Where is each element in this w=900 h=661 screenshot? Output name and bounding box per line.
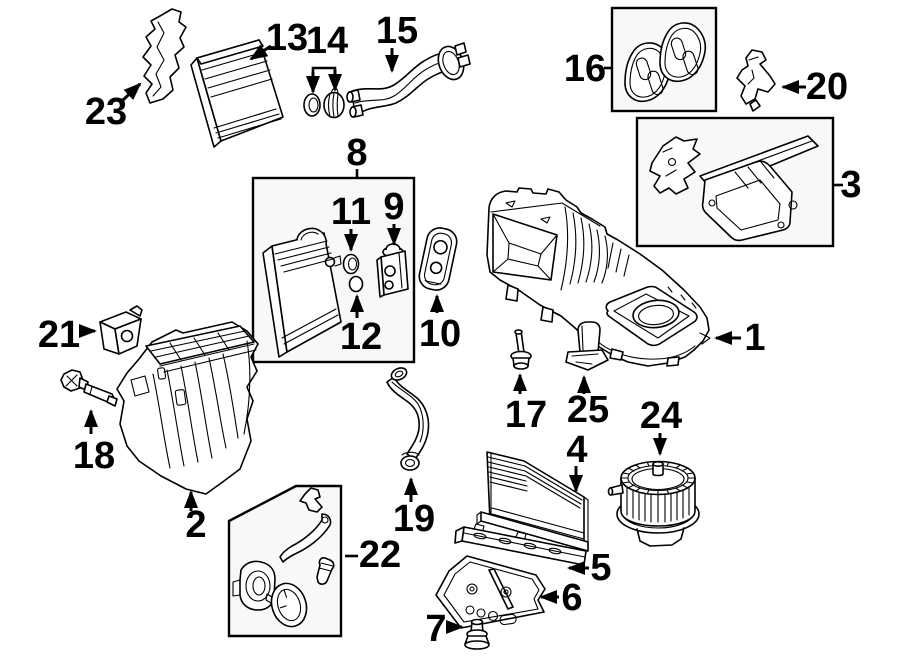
group-box-22 bbox=[227, 484, 343, 638]
part-4-filter-drawing bbox=[476, 451, 589, 552]
callout-21: 21 bbox=[38, 314, 80, 356]
callout-22: 22 bbox=[359, 534, 401, 576]
callout-12: 12 bbox=[340, 316, 382, 358]
part-17-screw-drawing bbox=[510, 329, 532, 370]
callout-5: 5 bbox=[590, 547, 611, 589]
callout-18: 18 bbox=[73, 435, 115, 477]
part-10-flange-drawing bbox=[418, 227, 458, 291]
part-19-drain-tube-drawing bbox=[386, 367, 430, 471]
callout-arrows bbox=[79, 44, 843, 634]
callout-17: 17 bbox=[505, 394, 547, 436]
callout-8: 8 bbox=[346, 132, 367, 174]
callout-19: 19 bbox=[393, 498, 435, 540]
callout-9: 9 bbox=[383, 186, 404, 228]
callout-3: 3 bbox=[840, 164, 861, 206]
group-box-16 bbox=[610, 6, 718, 113]
part-15-hose-drawing bbox=[346, 42, 471, 118]
callout-25: 25 bbox=[567, 389, 609, 431]
callout-6: 6 bbox=[561, 577, 582, 619]
callout-10: 10 bbox=[419, 313, 461, 355]
part-20-bracket-drawing bbox=[736, 49, 776, 112]
part-24-blower-drawing bbox=[607, 460, 700, 547]
callout-7: 7 bbox=[425, 608, 446, 650]
part-14-seals-drawing bbox=[303, 88, 345, 119]
callout-14: 14 bbox=[306, 20, 348, 62]
callout-2: 2 bbox=[185, 504, 206, 546]
part-1-housing-drawing bbox=[486, 187, 711, 367]
part-21-actuator-drawing bbox=[99, 305, 143, 355]
callout-23: 23 bbox=[85, 91, 127, 133]
part-7-grommet-drawing bbox=[464, 618, 490, 650]
part-23-bracket-drawing bbox=[142, 8, 187, 104]
callout-24: 24 bbox=[640, 395, 682, 437]
part-13-evaporator-drawing bbox=[190, 39, 284, 148]
callout-13: 13 bbox=[266, 17, 308, 59]
callout-11: 11 bbox=[331, 191, 371, 233]
part-2-housing-drawing bbox=[116, 321, 259, 495]
group-box-8 bbox=[251, 176, 416, 364]
callout-15: 15 bbox=[376, 10, 418, 52]
callout-labels: 1 2 3 4 5 6 7 8 9 10 11 12 13 14 15 16 1… bbox=[38, 10, 862, 650]
callout-16: 16 bbox=[564, 48, 606, 90]
callout-4: 4 bbox=[566, 429, 587, 471]
part-18-sensor-drawing bbox=[60, 369, 118, 407]
group-box-3 bbox=[635, 116, 835, 248]
callout-20: 20 bbox=[806, 66, 848, 108]
part-25-bracket-drawing bbox=[565, 321, 609, 371]
callout-1: 1 bbox=[744, 317, 765, 359]
part-6-tray-drawing bbox=[435, 555, 546, 629]
